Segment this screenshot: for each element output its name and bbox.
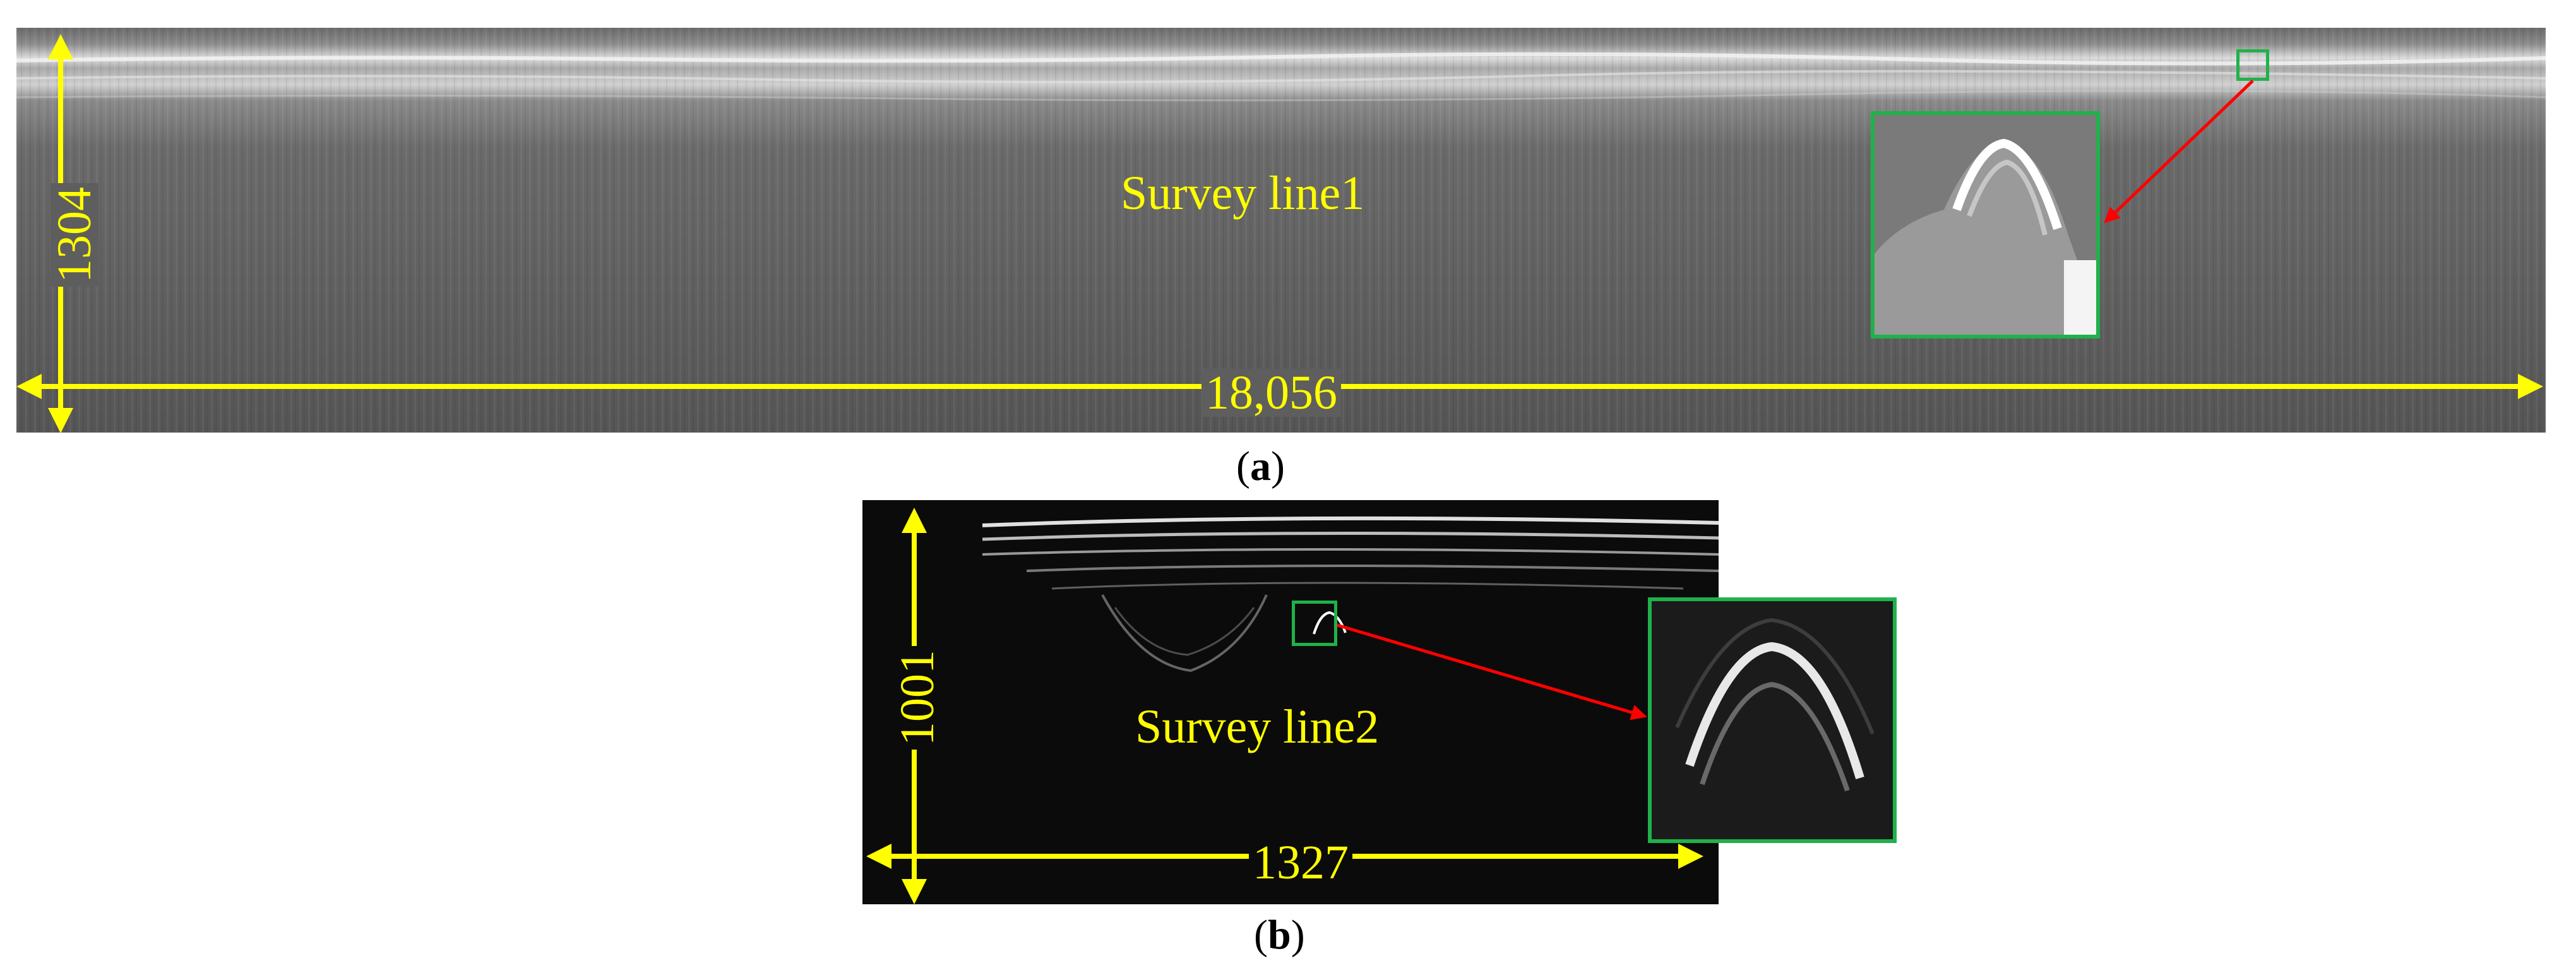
survey-line2-width-label: 1327 — [1249, 839, 1352, 887]
survey-line2-height-label: 1001 — [891, 646, 944, 750]
survey-line1-height-label: 1304 — [48, 183, 101, 287]
panel-b-caption: (b) — [1254, 912, 1305, 958]
survey-line1-target-box — [2236, 49, 2269, 81]
survey-line1-width-label: 18,056 — [1202, 369, 1341, 417]
survey-line1-label: Survey line1 — [1121, 167, 1365, 220]
panel-a-caption: (a) — [1236, 443, 1285, 489]
survey-line2-zoom-inset — [1648, 597, 1897, 843]
survey-line1-zoom-inset — [1871, 111, 2100, 338]
survey-line2-label: Survey line2 — [1135, 700, 1380, 753]
survey-line2-target-box — [1292, 601, 1337, 646]
